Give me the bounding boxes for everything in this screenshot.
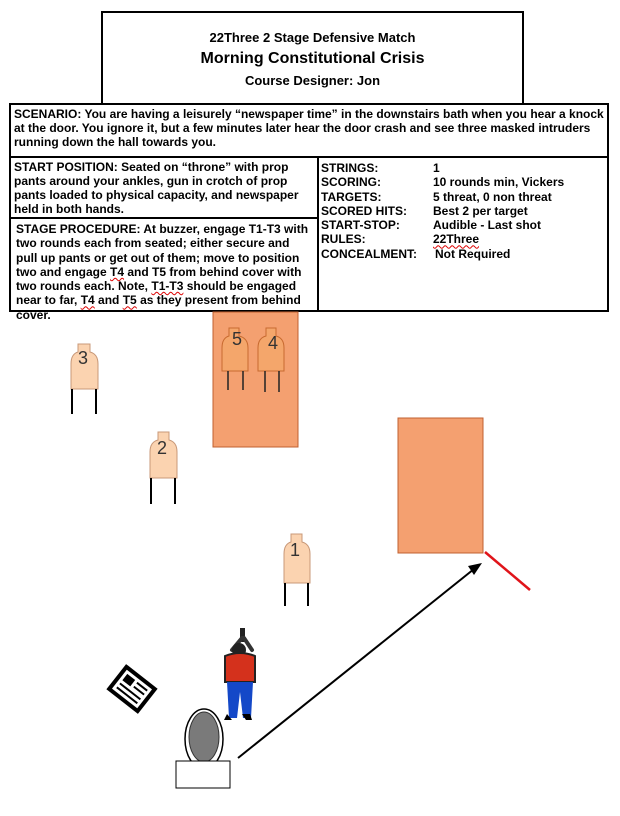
scenario-text: You are having a leisurely “newspaper ti… [14,107,604,149]
procedure-label: STAGE PROCEDURE: [16,222,141,236]
procedure-text-5: should be engaged near to far, [16,279,297,308]
spec-strings: STRINGS:1 [321,161,440,175]
start-position-box: START POSITION: Seated on “throne” with … [9,156,319,219]
course-designer: Course Designer: Jon [244,73,381,88]
movement-arrow [237,563,482,759]
procedure-target-ref: T5 [152,264,167,279]
target-silhouette [283,533,311,584]
stage-specs-box: STRINGS:1 SCORING:10 rounds min, Vickers… [317,156,609,312]
newspaper-icon [106,664,158,714]
target-number: 2 [157,438,167,458]
stage-procedure-box: STAGE PROCEDURE: At buzzer, engage T1-T3… [9,217,319,322]
stage-header: 22Three 2 Stage Defensive Match Morning … [101,11,524,105]
target-silhouette [221,327,249,372]
match-title: 22Three 2 Stage Defensive Match [209,30,416,45]
spec-start-stop: START-STOP:Audible - Last shot [321,218,541,233]
arrow-shaft [237,568,475,759]
shooter-figure [224,628,256,720]
target-4: 4 [257,327,285,392]
procedure-target-ref: T4 [110,264,125,279]
procedure-target-ref: T1-T3 [248,222,281,236]
target-1: 1 [283,533,311,606]
start-position-label: START POSITION: [14,160,118,174]
stage-name: Morning Constitutional Crisis [200,50,425,67]
target-number: 3 [78,348,88,368]
procedure-text-7: as they present from behind cover. [16,293,301,322]
position-two-cover [397,417,484,554]
target-number: 4 [268,333,278,353]
shooter-shirt [224,652,256,683]
target-silhouette [149,431,178,479]
spec-concealment: CONCEALMENT:Not Required [321,246,511,261]
target-2: 2 [149,431,178,504]
spec-targets: TARGETS:5 threat, 0 non threat [321,189,552,204]
toilet-tank [175,760,231,789]
procedure-text-4: from behind cover with two rounds each. … [16,264,302,294]
scenario-box: SCENARIO: You are having a leisurely “ne… [9,103,609,158]
cover-barricade [212,311,299,448]
spec-rules: RULES:22Three [321,232,480,247]
arrow-head [468,563,482,575]
procedure-text-1: At buzzer, engage [143,222,249,236]
scenario-label: SCENARIO: [14,107,82,121]
procedure-text-2: with two rounds each from seated; either… [16,222,309,279]
procedure-target-ref: T4 [80,293,95,308]
toilet-bowl [188,711,220,763]
handgun [240,628,245,642]
shooter-pants [227,682,253,718]
spec-scoring: SCORING:10 rounds min, Vickers [321,175,565,190]
fault-line [484,551,531,591]
target-number: 5 [232,329,242,349]
procedure-target-ref: T1-T3 [151,279,184,294]
target-silhouette [70,343,99,390]
toilet-icon [175,708,231,789]
procedure-target-ref: T5 [122,293,137,308]
target-5: 5 [221,327,249,390]
procedure-text-3: and [124,264,153,279]
target-3: 3 [70,343,99,414]
spec-scored-hits: SCORED HITS:Best 2 per target [321,203,528,218]
target-number: 1 [290,540,300,560]
start-position-text: Seated on “throne” with prop pants aroun… [14,160,299,216]
procedure-text-6: and [94,293,123,308]
target-silhouette [257,327,285,372]
